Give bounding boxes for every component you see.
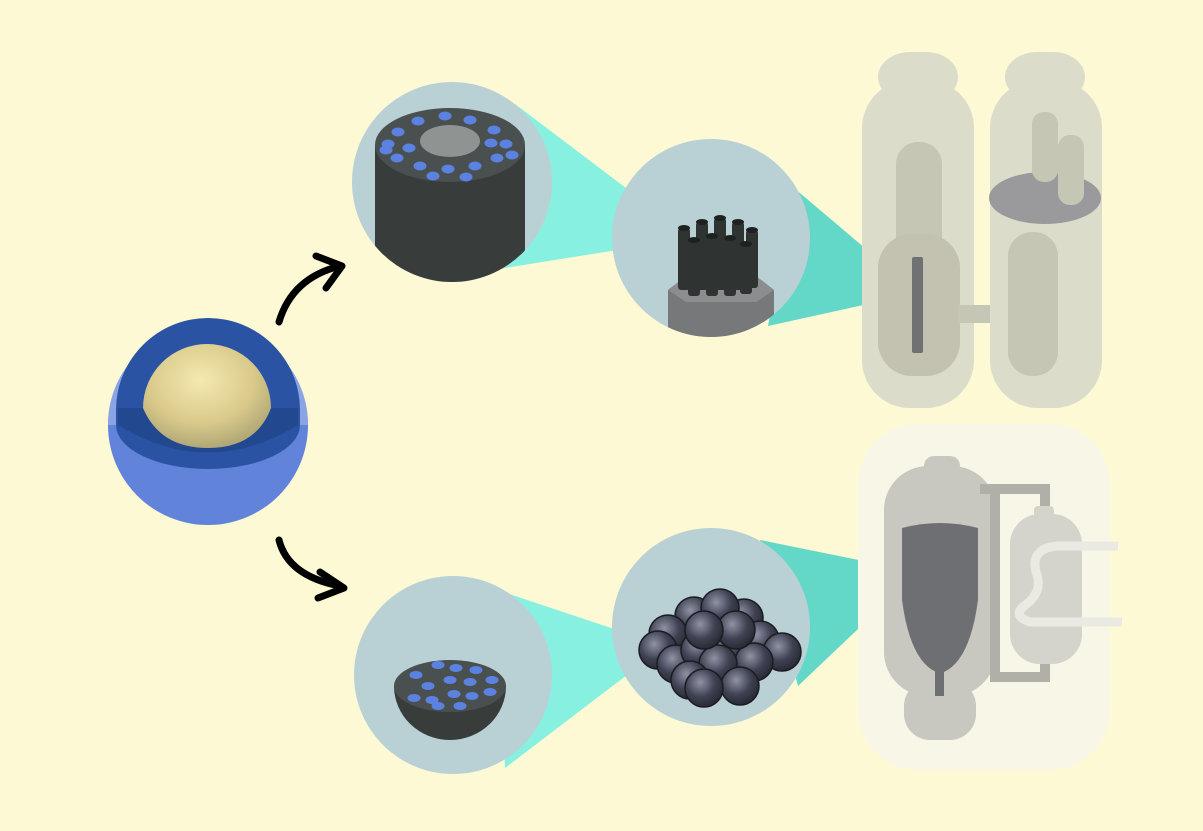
pebble-cluster-icon bbox=[612, 528, 810, 726]
fuel-particle-dot bbox=[469, 666, 483, 674]
fuel-particle-dot bbox=[449, 664, 463, 672]
pebble-bed-reactor-vessel-icon bbox=[858, 424, 1122, 770]
fuel-particle-dot bbox=[402, 143, 416, 153]
fuel-particle-dot bbox=[441, 164, 455, 174]
fuel-rod bbox=[740, 244, 752, 294]
fuel-particle-dot bbox=[463, 115, 477, 125]
fuel-particle-dot bbox=[431, 702, 445, 710]
fuel-rod bbox=[706, 236, 718, 296]
fuel-particle-dot bbox=[453, 702, 467, 710]
fuel-pebble-sphere bbox=[720, 666, 760, 706]
fuel-particle-dot bbox=[390, 153, 404, 163]
fuel-rod-top bbox=[706, 233, 718, 239]
fuel-particle-dot bbox=[431, 661, 445, 669]
fuel-particle-dot bbox=[484, 138, 498, 148]
fuel-particle-dot bbox=[409, 671, 423, 679]
fuel-rod bbox=[688, 240, 700, 296]
fuel-pebble-sphere bbox=[684, 610, 724, 650]
fuel-particle-dot bbox=[485, 676, 499, 684]
fuel-particle-dot bbox=[505, 150, 519, 160]
fuel-particle-dot bbox=[443, 676, 457, 684]
fuel-particle-dot bbox=[490, 153, 504, 163]
fuel-particle-dot bbox=[499, 139, 513, 149]
fuel-particle-dot bbox=[391, 127, 405, 137]
fuel-rod-top bbox=[740, 241, 752, 247]
fuel-pebble-sphere bbox=[684, 668, 724, 708]
fuel-rod-top bbox=[696, 219, 708, 225]
steam-generator-icon bbox=[1010, 514, 1082, 664]
hexagonal-fuel-block-icon bbox=[612, 139, 810, 337]
fuel-particle-dot bbox=[459, 172, 473, 182]
cylindrical-fuel-compact-icon bbox=[352, 82, 552, 282]
pebble-core-icon bbox=[902, 523, 978, 672]
fuel-rod bbox=[678, 228, 690, 290]
fuel-particle-dot bbox=[411, 116, 425, 126]
fuel-rod-top bbox=[746, 227, 758, 233]
pebble-cross-section-icon bbox=[354, 576, 552, 774]
fuel-particle-dot bbox=[425, 696, 439, 704]
fuel-rod-top bbox=[732, 219, 744, 225]
arrow-to-compact-icon bbox=[275, 252, 346, 326]
fuel-rod-top bbox=[678, 225, 690, 231]
arrow-to-pebble-icon bbox=[275, 536, 348, 602]
fuel-rod bbox=[724, 238, 736, 296]
coated-fuel-particle-icon bbox=[108, 318, 308, 525]
fuel-particle-dot bbox=[447, 690, 461, 698]
fuel-particle-dot bbox=[379, 145, 393, 155]
fuel-particle-dot bbox=[483, 688, 497, 696]
fuel-rod-top bbox=[724, 235, 736, 241]
fuel-particle-dot bbox=[413, 161, 427, 171]
fuel-particle-dot bbox=[465, 692, 479, 700]
fuel-particle-dot bbox=[438, 111, 452, 121]
fuel-particle-dot bbox=[407, 694, 421, 702]
fuel-particle-dot bbox=[468, 161, 482, 171]
prismatic-reactor-vessel-icon bbox=[862, 52, 1102, 408]
fuel-rod-top bbox=[714, 215, 726, 221]
fuel-particle-dot bbox=[463, 678, 477, 686]
fuel-particle-dot bbox=[487, 125, 501, 135]
fuel-rod-top bbox=[688, 237, 700, 243]
control-rod-icon bbox=[912, 257, 923, 353]
fuel-particle-dot bbox=[426, 171, 440, 181]
fuel-particle-dot bbox=[421, 682, 435, 690]
